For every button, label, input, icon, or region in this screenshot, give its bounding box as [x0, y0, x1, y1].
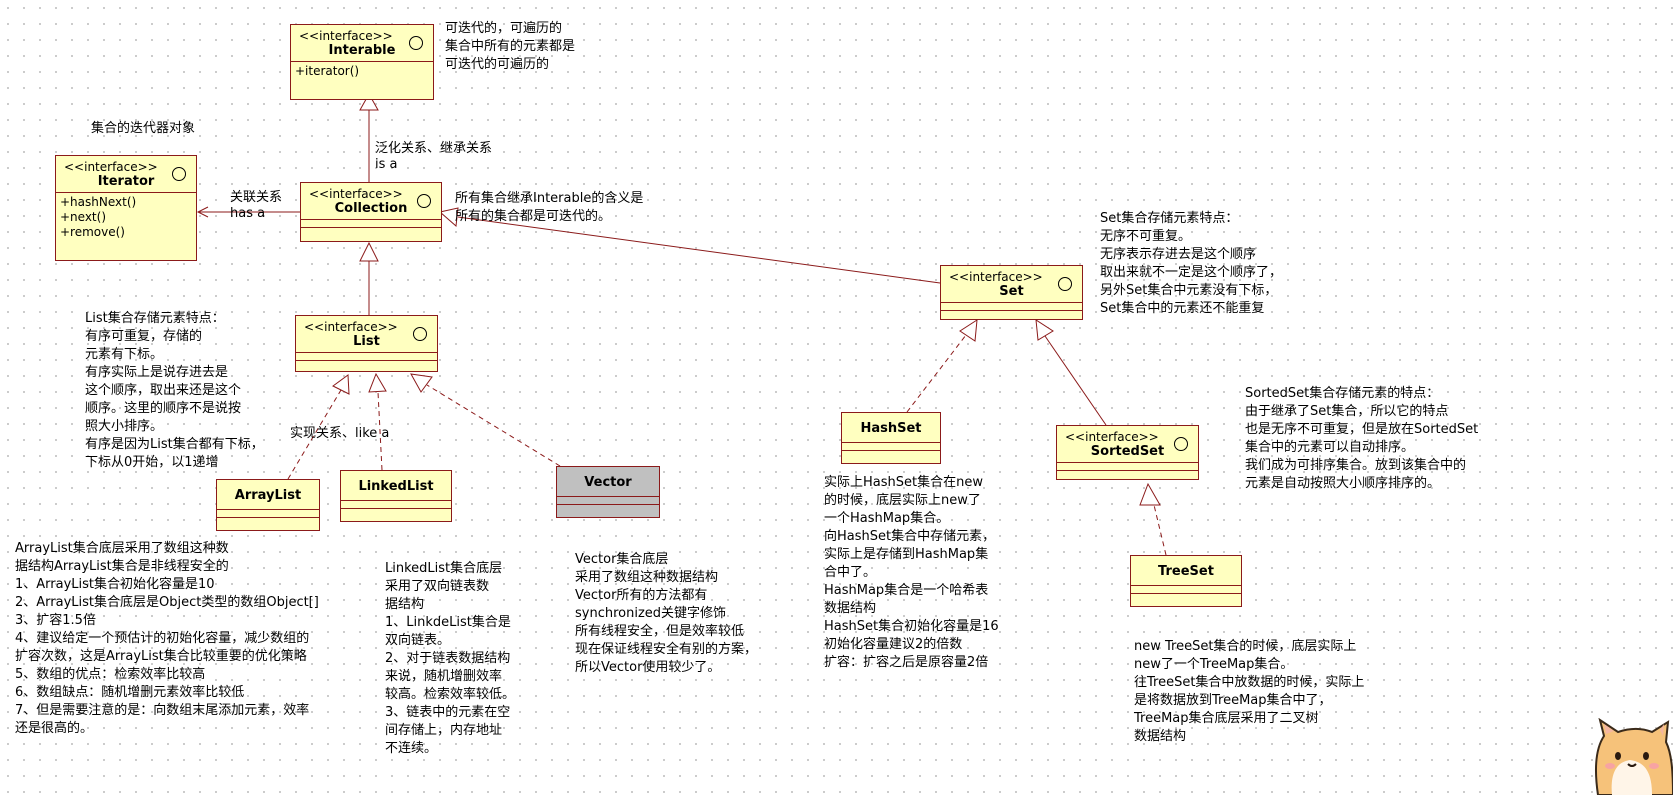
operations: +hashNext() +next() +remove() [56, 193, 196, 242]
class-name: List [302, 334, 431, 349]
vector-note: Vector集合底层 采用了数组这种数据结构 Vector所有的方法都有 syn… [575, 551, 757, 677]
class-header: ArrayList [217, 480, 319, 510]
sortedset-extends-set [1045, 336, 1106, 425]
operation: +next() [60, 210, 192, 225]
iterator-interface-box[interactable]: <<interface>> Iterator +hashNext() +next… [55, 155, 197, 261]
class-name: Interable [297, 43, 427, 58]
stereotype: <<interface>> [307, 187, 435, 201]
treeset-class-box[interactable]: TreeSet [1130, 555, 1242, 607]
class-name: TreeSet [1137, 564, 1235, 579]
stereotype: <<interface>> [947, 270, 1076, 284]
operation: +remove() [60, 225, 192, 240]
arraylist-note: ArrayList集合底层采用了数组这种数 据结构ArrayList集合是非线程… [15, 540, 319, 738]
iterator-title: 集合的迭代器对象 [91, 121, 195, 137]
class-name: Vector [563, 475, 653, 490]
hashset-note: 实际上HashSet集合在new 的时候，底层实际上new了 一个HashMap… [824, 474, 999, 672]
set-interface-box[interactable]: <<interface>> Set [940, 265, 1083, 320]
operation: +hashNext() [60, 195, 192, 210]
sortedset-interface-box[interactable]: <<interface>> SortedSet [1056, 425, 1199, 480]
generalization-arrowhead [1036, 320, 1053, 340]
stereotype: <<interface>> [1063, 430, 1192, 444]
list-note: List集合存储元素特点： 有序可重复，存储的 元素有下标。 有序实际上是说存进… [85, 310, 264, 472]
class-name: SortedSet [1063, 444, 1192, 459]
vector-class-box[interactable]: Vector [556, 466, 660, 518]
association-label: 关联关系 has a [230, 190, 282, 222]
hashset-class-box[interactable]: HashSet [841, 412, 941, 464]
class-header: <<interface>> List [296, 316, 437, 353]
vector-implements-list [427, 385, 560, 466]
operation: +iterator() [295, 64, 429, 79]
linkedlist-class-box[interactable]: LinkedList [340, 470, 452, 522]
sortedset-note: SortedSet集合存储元素的特点： 由于继承了Set集合，所以它的特点 也是… [1245, 385, 1478, 493]
class-name: Collection [307, 201, 435, 216]
realization-arrowhead [369, 374, 386, 392]
shiba-dog-icon [1590, 718, 1673, 795]
generalization-label: 泛化关系、继承关系 is a [375, 141, 492, 173]
interable-interface-box[interactable]: <<interface>> Interable +iterator() [290, 24, 434, 100]
collection-note: 所有集合继承Interable的含义是 所有的集合都是可迭代的。 [455, 190, 643, 226]
class-header: Vector [557, 467, 659, 497]
class-header: LinkedList [341, 471, 451, 501]
stereotype: <<interface>> [297, 29, 427, 43]
realization-arrowhead [1140, 484, 1160, 505]
realization-arrowhead [333, 375, 349, 394]
class-name: ArrayList [223, 488, 313, 503]
stereotype: <<interface>> [302, 320, 431, 334]
realization-arrowhead [960, 320, 977, 341]
class-name: Set [947, 284, 1076, 299]
generalization-arrowhead [360, 243, 378, 261]
operations: +iterator() [291, 62, 433, 81]
treeset-implements-sortedset [1154, 505, 1166, 555]
list-interface-box[interactable]: <<interface>> List [295, 315, 438, 372]
interable-note: 可迭代的，可遍历的 集合中所有的元素都是 可迭代的可遍历的 [445, 20, 575, 74]
class-header: <<interface>> Collection [301, 183, 441, 220]
class-name: Iterator [62, 174, 190, 189]
class-name: LinkedList [347, 479, 445, 494]
class-header: <<interface>> Interable [291, 25, 433, 62]
interface-circle-icon [413, 327, 427, 341]
collection-interface-box[interactable]: <<interface>> Collection [300, 182, 442, 242]
set-note: Set集合存储元素特点： 无序不可重复。 无序表示存进去是这个顺序 取出来就不一… [1100, 210, 1282, 318]
interface-circle-icon [417, 194, 431, 208]
hashset-implements-set [907, 335, 966, 412]
stereotype: <<interface>> [62, 160, 190, 174]
class-header: <<interface>> Set [941, 266, 1082, 303]
class-name: HashSet [848, 421, 934, 436]
set-extends-collection [458, 217, 940, 283]
interface-circle-icon [172, 167, 186, 181]
arraylist-class-box[interactable]: ArrayList [216, 479, 320, 531]
class-header: <<interface>> SortedSet [1057, 426, 1198, 463]
treeset-note: new TreeSet集合的时候，底层实际上 new了一个TreeMap集合。 … [1134, 638, 1364, 746]
interface-circle-icon [1174, 437, 1188, 451]
interface-circle-icon [409, 36, 423, 50]
linkedlist-note: LinkedList集合底层 采用了双向链表数 据结构 1、LinkdeList… [385, 560, 515, 758]
interface-circle-icon [1058, 277, 1072, 291]
class-header: HashSet [842, 413, 940, 443]
class-header: <<interface>> Iterator [56, 156, 196, 193]
realization-label: 实现关系、like a [290, 426, 389, 442]
realization-arrowhead [411, 374, 432, 392]
class-header: TreeSet [1131, 556, 1241, 586]
